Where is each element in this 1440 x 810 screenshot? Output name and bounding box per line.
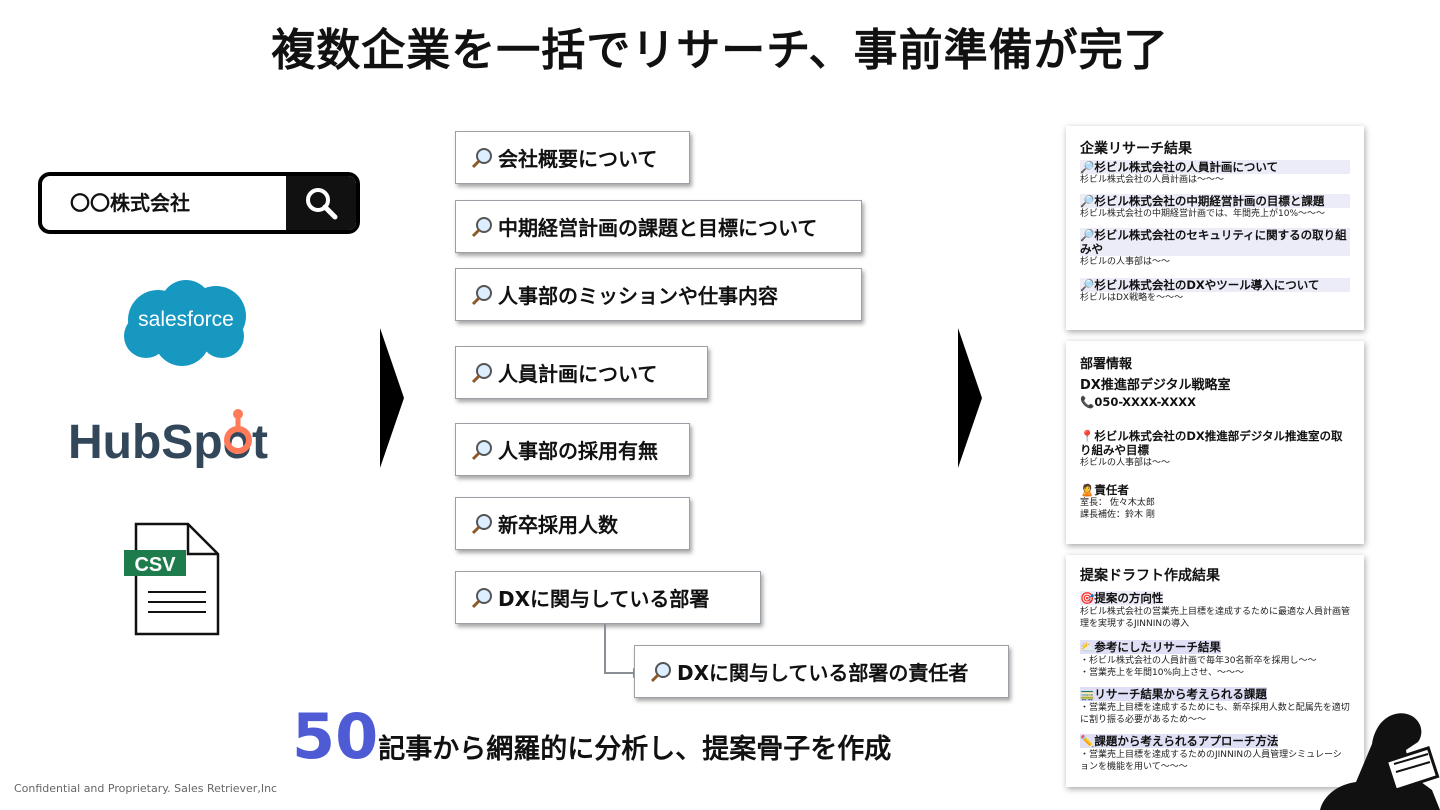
owner-title: 🙎責任者 bbox=[1080, 483, 1129, 497]
topic-label: 新卒採用人数 bbox=[498, 513, 618, 537]
dog-mascot-icon bbox=[1320, 713, 1440, 810]
research-item-title: 🔎杉ビル株式会社のセキュリティに関するの取り組みや bbox=[1080, 228, 1350, 256]
magnifier-icon bbox=[650, 661, 671, 682]
flow-arrow-2 bbox=[958, 328, 982, 468]
salesforce-wordmark: salesforce bbox=[138, 308, 234, 331]
department-name: DX推進部デジタル戦略室 bbox=[1080, 378, 1231, 393]
research-item-title: 🔎杉ビル株式会社のDXやツール導入について bbox=[1080, 278, 1350, 292]
department-info-card: 部署情報 DX推進部デジタル戦略室 📞050-XXXX-XXXX 📍杉ビル株式会… bbox=[1066, 341, 1364, 544]
summary-text: 記事から網羅的に分析し、提案骨子を作成 bbox=[378, 734, 892, 765]
summary-line: 50記事から網羅的に分析し、提案骨子を作成 bbox=[292, 700, 891, 773]
flow-arrow-1 bbox=[380, 328, 404, 468]
card-heading: 企業リサーチ結果 bbox=[1080, 141, 1192, 157]
topic-label: 人事部の採用有無 bbox=[498, 439, 658, 463]
magnifier-icon bbox=[471, 216, 492, 237]
proposal-section-title: ⛅参考にしたリサーチ結果 bbox=[1080, 640, 1221, 654]
proposal-line: ・営業売上目標を達成するためのJINNINの人員管理シミュレーションを機能を用い… bbox=[1080, 750, 1342, 772]
topic-label: DXに関与している部署の責任者 bbox=[677, 661, 969, 685]
proposal-line: ・杉ビル株式会社の人員計画で毎年30名新卒を採用し〜〜 bbox=[1080, 656, 1317, 666]
topic-hr-hiring: 人事部の採用有無 bbox=[455, 423, 690, 476]
topic-midterm-plan: 中期経営計画の課題と目標について bbox=[455, 200, 862, 253]
research-item-body: 杉ビル株式会社の人員計画は〜〜〜 bbox=[1080, 175, 1225, 185]
proposal-line: 杉ビル株式会社の営業売上目標を達成するために最適な人員計画管理を実現するJINN… bbox=[1080, 607, 1351, 629]
footer-copyright: Confidential and Proprietary. Sales Retr… bbox=[14, 782, 278, 795]
search-icon bbox=[306, 188, 338, 220]
search-input[interactable]: 〇〇株式会社 bbox=[70, 191, 190, 215]
salesforce-logo: salesforce bbox=[124, 280, 246, 366]
magnifier-icon bbox=[471, 362, 492, 383]
company-search-bar[interactable]: 〇〇株式会社 bbox=[38, 172, 360, 234]
owner-line: 課長補佐：鈴木 剛 bbox=[1080, 510, 1155, 520]
topic-staffing-plan: 人員計画について bbox=[455, 346, 708, 399]
proposal-line: ・営業売上を年間10%向上させ、〜〜〜 bbox=[1080, 668, 1245, 678]
research-item-body: 杉ビル株式会社の中期経営計画では、年間売上が10%〜〜〜 bbox=[1080, 209, 1326, 219]
topic-label: DXに関与している部署 bbox=[498, 587, 710, 611]
magnifier-icon bbox=[471, 513, 492, 534]
topic-label: 人事部のミッションや仕事内容 bbox=[498, 284, 778, 308]
topic-label: 会社概要について bbox=[498, 147, 658, 171]
magnifier-icon bbox=[471, 284, 492, 305]
research-item-body: 杉ビルの人事部は〜〜 bbox=[1080, 257, 1171, 267]
csv-file-icon: CSV bbox=[124, 522, 220, 636]
department-item-title: 📍杉ビル株式会社のDX推進部デジタル推進室の取り組みや目標 bbox=[1080, 429, 1343, 457]
hubspot-wordmark: HubSpot bbox=[68, 416, 268, 469]
csv-label: CSV bbox=[134, 554, 176, 576]
magnifier-icon bbox=[471, 147, 492, 168]
article-count: 50 bbox=[292, 700, 379, 773]
card-heading: 提案ドラフト作成結果 bbox=[1080, 568, 1220, 584]
research-item-body: 杉ビルはDX戦略を〜〜〜 bbox=[1080, 293, 1184, 303]
department-phone: 📞050-XXXX-XXXX bbox=[1080, 395, 1196, 409]
topic-company-overview: 会社概要について bbox=[455, 131, 690, 184]
page-title: 複数企業を一括でリサーチ、事前準備が完了 bbox=[271, 25, 1169, 76]
topic-new-grad-count: 新卒採用人数 bbox=[455, 497, 690, 550]
research-item-title: 🔎杉ビル株式会社の人員計画について bbox=[1080, 160, 1350, 174]
topic-label: 人員計画について bbox=[498, 362, 658, 386]
topic-dx-department-owner: DXに関与している部署の責任者 bbox=[634, 645, 1009, 698]
magnifier-icon bbox=[471, 439, 492, 460]
hubspot-sprocket-icon bbox=[224, 409, 252, 454]
proposal-section-title: 🎯提案の方向性 bbox=[1080, 591, 1164, 605]
owner-line: 室長： 佐々木太郎 bbox=[1080, 498, 1155, 508]
proposal-draft-card: 提案ドラフト作成結果 🎯提案の方向性 杉ビル株式会社の営業売上目標を達成するため… bbox=[1066, 555, 1364, 787]
proposal-section-title: 🚃リサーチ結果から考えられる課題 bbox=[1080, 687, 1267, 701]
topic-label: 中期経営計画の課題と目標について bbox=[498, 216, 818, 240]
research-item-title: 🔎杉ビル株式会社の中期経営計画の目標と課題 bbox=[1080, 194, 1350, 208]
department-item-body: 杉ビルの人事部は〜〜 bbox=[1080, 458, 1171, 468]
topic-dx-department: DXに関与している部署 bbox=[455, 571, 761, 624]
magnifier-icon bbox=[471, 587, 492, 608]
card-heading: 部署情報 bbox=[1080, 357, 1133, 372]
topic-hr-mission: 人事部のミッションや仕事内容 bbox=[455, 268, 862, 321]
proposal-section-title: ✏️課題から考えられるアプローチ方法 bbox=[1080, 734, 1279, 748]
search-button[interactable] bbox=[286, 176, 356, 230]
connector-arrow bbox=[604, 624, 642, 678]
company-research-card: 企業リサーチ結果 🔎杉ビル株式会社の人員計画について 杉ビル株式会社の人員計画は… bbox=[1066, 126, 1364, 330]
proposal-line: ・営業売上目標を達成するためにも、新卒採用人数と配属先を適切に割り振る必要がある… bbox=[1080, 703, 1350, 725]
hubspot-logo: HubSpot bbox=[68, 409, 268, 469]
